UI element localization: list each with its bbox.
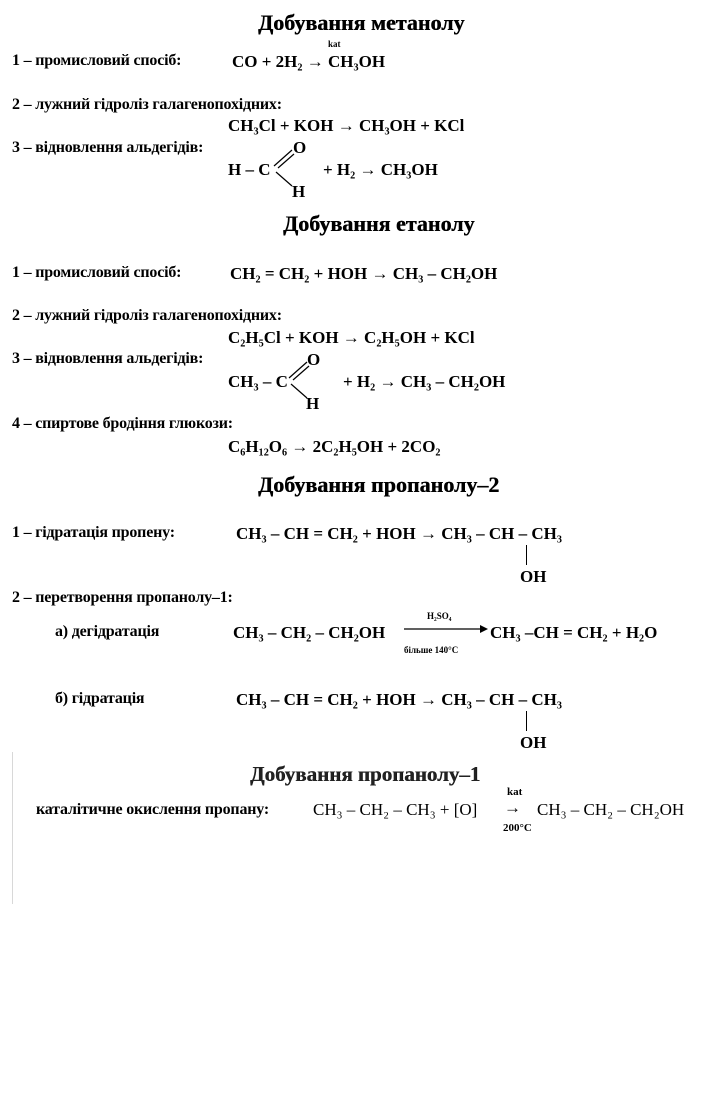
propanol1-arrow: → [504,798,521,817]
methanol-aldehyde-h: H [292,182,306,201]
propanol1-label: каталітичне окислення пропану: [36,801,269,818]
methanol-method2-label: 2 – лужний гідроліз галагенопохідних: [12,96,282,113]
ethanol-method3-rest: + H₂ → CH₃ – CH₂OH [343,372,506,391]
propanol2-hydration-oh: OH [520,733,547,752]
ethanol-method1-formula: CH₂ = CH₂ + HOH → CH₃ – CH₂OH [230,264,498,283]
propanol1-title: Добування пропанолу–1 [250,762,481,786]
propanol2-dehydration-label: а) дегідратація [55,623,160,640]
propanol2-dehydration-condition: більше 140°C [404,645,459,655]
ethanol-method1-label: 1 – промисловий спосіб: [12,264,182,281]
propanol2-method1-oh: OH [520,567,547,586]
ethanol-method2-formula: C₂H₅Cl + KOH → C₂H₅OH + KCl [228,328,475,347]
propanol2-method2-label: 2 – перетворення пропанолу–1: [12,589,233,606]
propanol1-right: CH₃ – CH₂ – CH₂OH [537,800,685,819]
methanol-aldehyde-bonds [273,149,295,187]
methanol-aldehyde-o: O [293,138,307,157]
methanol-title: Добування метанолу [258,10,465,35]
ethanol-method4-label: 4 – спиртове бродіння глюкози: [12,415,233,432]
methanol-method1-label: 1 – промисловий спосіб: [12,52,182,69]
propanol1-kat-label: kat [507,786,523,798]
propanol2-title: Добування пропанолу–2 [258,472,500,497]
ethanol-method4-formula: C₆H₁₂O₆ → 2C₂H₅OH + 2CO₂ [228,437,441,456]
ethanol-method3-label: 3 – відновлення альдегідів: [12,350,204,367]
ethanol-title: Добування етанолу [283,211,475,236]
ethanol-aldehyde-ch: CH₃ – C [228,372,288,391]
propanol2-method1-label: 1 – гідратація пропену: [12,524,175,541]
ethanol-aldehyde-bonds [288,361,310,399]
methanol-method2-formula: CH₃Cl + KOH → CH₃OH + KCl [228,116,465,135]
propanol2-hydration-label: б) гідратація [55,690,145,707]
ethanol-aldehyde-h: H [306,394,320,413]
ethanol-aldehyde-o: O [307,350,321,369]
ethanol-method2-label: 2 – лужний гідроліз галагенопохідних: [12,307,282,324]
propanol1-temperature: 200°C [503,822,532,834]
methanol-method1-formula: CO + 2H₂ → CH₃OH [232,52,386,71]
propanol1-left: CH₃ – CH₂ – CH₃ + [O] [313,800,478,819]
methanol-aldehyde-hc: H – C [228,160,271,179]
methanol-kat-label: kat [328,39,341,49]
propanol2-method1-bond [526,545,528,565]
left-margin-line [12,752,13,904]
propanol2-dehydration-catalyst: H₂SO₄ [427,611,452,621]
propanol2-hydration-formula: CH₃ – CH = CH₂ + HOH → CH₃ – CH – CH₃ [236,690,562,709]
propanol2-method1-formula: CH₃ – CH = CH₂ + HOH → CH₃ – CH – CH₃ [236,524,562,543]
methanol-method3-label: 3 – відновлення альдегідів: [12,139,204,156]
propanol2-dehydration-right: CH₃ –CH = CH₂ + H₂O [490,623,658,642]
propanol2-hydration-bond [526,711,528,731]
propanol2-dehydration-left: CH₃ – CH₂ – CH₂OH [233,623,386,642]
propanol2-dehydration-arrow [404,625,488,633]
methanol-method3-rest: + H₂ → CH₃OH [323,160,438,179]
